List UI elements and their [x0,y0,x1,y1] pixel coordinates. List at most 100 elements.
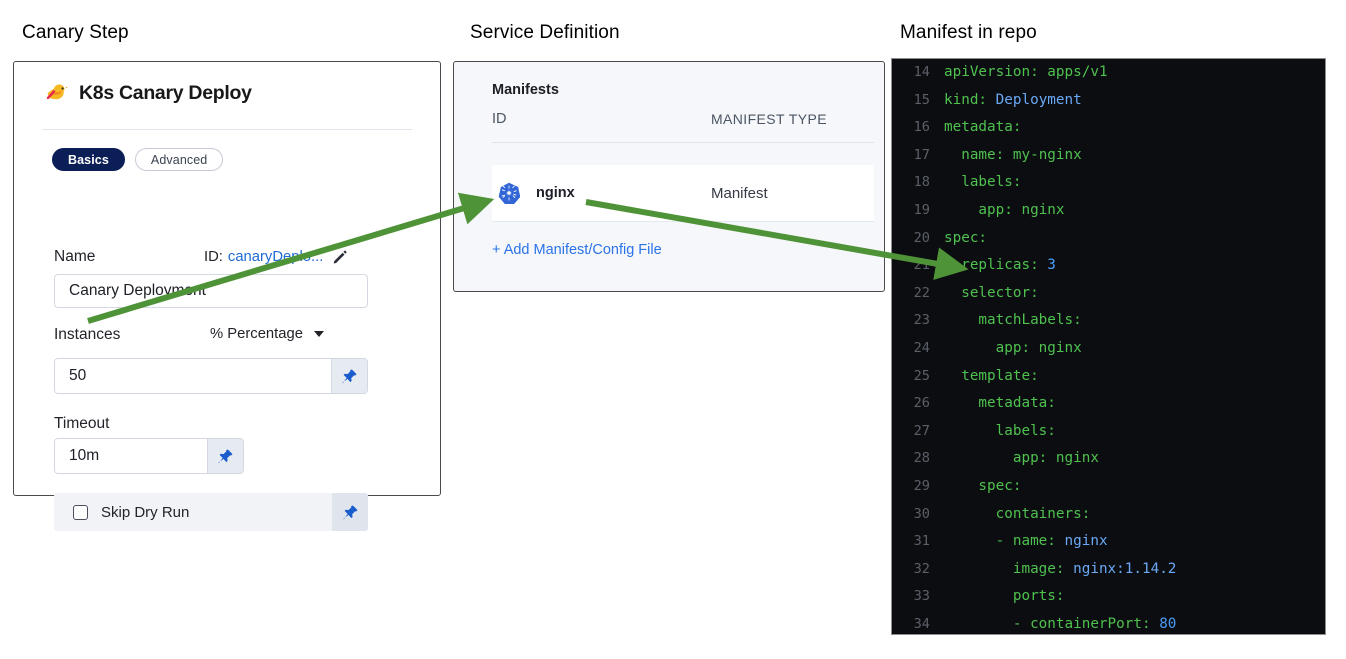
code-line-number: 18 [913,174,930,191]
code-line: 33 ports: [892,583,1325,611]
code-line-number: 23 [913,312,930,329]
manifest-row-type: Manifest [711,184,768,202]
code-line-text: apiVersion: apps/v1 [944,64,1108,80]
code-line-text: labels: [944,422,1056,439]
step-id-value[interactable]: canaryDeplo... [227,249,324,265]
code-line-number: 25 [913,367,930,384]
code-line-number: 15 [913,91,930,108]
code-line-number: 27 [913,422,930,439]
column-header-manifest-type: MANIFEST TYPE [711,111,827,127]
code-line-text: spec: [944,477,1022,494]
manifest-table-row[interactable]: nginx Manifest [492,165,874,222]
code-line-number: 24 [913,339,930,356]
pin-button-skip-dry-run[interactable] [332,493,368,531]
id-prefix-label: ID: [204,249,223,265]
chevron-down-icon [313,331,324,337]
code-line: 14 apiVersion: apps/v1 [892,59,1325,87]
timeout-input[interactable]: 10m [54,438,244,474]
instances-unit-dropdown[interactable]: % Percentage [210,326,324,342]
code-line-number: 30 [913,505,930,522]
code-line-text: matchLabels: [944,312,1082,329]
canary-step-panel: K8s Canary Deploy Basics Advanced Name I… [13,61,441,531]
skip-dry-run-label: Skip Dry Run [101,503,190,521]
code-line-text: metadata: [944,119,1022,136]
code-line-text: app: nginx [944,201,1065,218]
tab-basics[interactable]: Basics [52,148,125,171]
caption-manifest-in-repo: Manifest in repo [900,22,1037,43]
code-line-text: spec: [944,229,988,246]
code-line-number: 28 [913,450,930,467]
code-line-number: 26 [913,395,930,412]
step-id-row: ID: canaryDeplo... [204,249,347,265]
code-line-number: 32 [913,560,930,577]
code-line: 17 name: my-nginx [892,142,1325,170]
manifests-section-title: Manifests [492,82,559,98]
code-line: 19 app: nginx [892,197,1325,225]
code-line-text: replicas: 3 [944,257,1056,274]
header-divider [42,129,412,130]
kubernetes-icon [498,182,521,205]
code-line: 32 image: nginx:1.14.2 [892,556,1325,584]
code-line-number: 33 [913,588,930,605]
code-line-number: 34 [913,615,930,632]
code-line-text: app: nginx [944,450,1099,467]
code-line: 27 labels: [892,418,1325,446]
code-line: 22 selector: [892,280,1325,308]
code-line: 30 containers: [892,501,1325,529]
code-line-text: containers: [944,505,1091,522]
code-line: 31 - name: nginx [892,528,1325,556]
label-instances: Instances [54,326,121,343]
code-line: 18 labels: [892,169,1325,197]
canary-bird-icon [42,83,68,105]
name-input-value: Canary Deployment [69,282,206,299]
code-line-text: - containerPort: 80 [944,615,1177,632]
code-line-number: 20 [913,229,930,246]
code-line: 34 - containerPort: 80 [892,611,1325,634]
label-timeout: Timeout [54,415,110,432]
pin-icon [217,448,234,465]
code-line-number: 14 [913,64,930,80]
instances-input[interactable]: 50 [54,358,368,394]
add-manifest-config-file-link[interactable]: + Add Manifest/Config File [492,242,662,258]
code-line-number: 22 [913,284,930,301]
code-line: 23 matchLabels: [892,307,1325,335]
code-line: 26 metadata: [892,390,1325,418]
code-line-text: app: nginx [944,339,1082,356]
instances-input-value: 50 [69,367,87,384]
step-title: K8s Canary Deploy [79,82,252,104]
code-line-number: 31 [913,533,930,550]
name-input[interactable]: Canary Deployment [54,274,368,308]
skip-dry-run-row[interactable]: Skip Dry Run [54,493,368,531]
code-line-text: labels: [944,174,1022,191]
table-header-divider [492,142,874,143]
code-line-text: - name: nginx [944,533,1108,550]
code-line: 21 replicas: 3 [892,252,1325,280]
step-header: K8s Canary Deploy [42,82,252,105]
code-line-text: kind: Deployment [944,91,1082,108]
pin-button-instances[interactable] [331,359,367,393]
skip-dry-run-checkbox[interactable] [73,504,88,520]
code-line-text: selector: [944,284,1039,301]
code-line-text: template: [944,367,1039,384]
edit-pencil-icon[interactable] [333,250,347,264]
caption-service-definition: Service Definition [470,22,620,43]
instances-unit-label: % Percentage [210,326,303,342]
code-line: 15 kind: Deployment [892,87,1325,115]
label-name: Name [54,248,96,265]
code-line: 28 app: nginx [892,445,1325,473]
code-line-number: 19 [913,201,930,218]
code-line-text: metadata: [944,395,1056,412]
tab-advanced[interactable]: Advanced [134,148,224,171]
pin-button-timeout[interactable] [207,439,243,473]
code-line: 24 app: nginx [892,335,1325,363]
code-line-text: image: nginx:1.14.2 [944,560,1177,577]
code-line-number: 29 [913,477,930,494]
tab-pill-group: Basics Advanced [52,148,224,171]
caption-canary-step: Canary Step [22,22,129,43]
code-line-number: 17 [913,146,930,163]
column-header-id: ID [492,111,507,127]
